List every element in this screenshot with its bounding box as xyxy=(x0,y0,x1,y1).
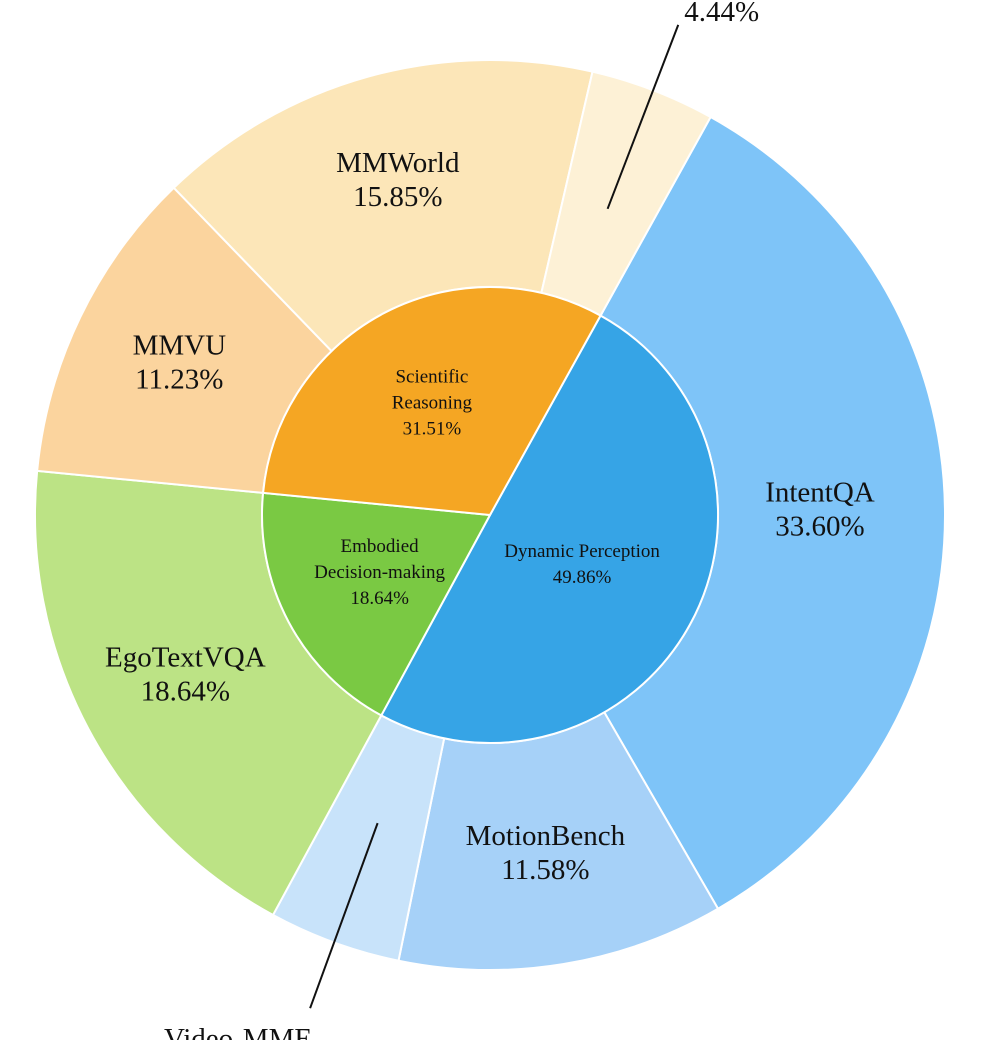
inner-wedge-scientific-reasoning xyxy=(261,286,602,517)
outer-ring xyxy=(34,59,946,971)
inner-ring xyxy=(261,286,719,744)
inner-wedge-embodied-decision-making xyxy=(261,491,492,717)
outer-label-videommmu: VideoMMMU4.44% xyxy=(684,0,851,28)
leader-line-videommmu xyxy=(606,24,680,210)
outer-label-video-mme: Video-MME4.69% xyxy=(164,1023,312,1040)
leader-lines xyxy=(309,24,680,1009)
inner-wedge-dynamic-perception xyxy=(379,314,719,744)
leader-line-video-mme xyxy=(309,822,379,1009)
